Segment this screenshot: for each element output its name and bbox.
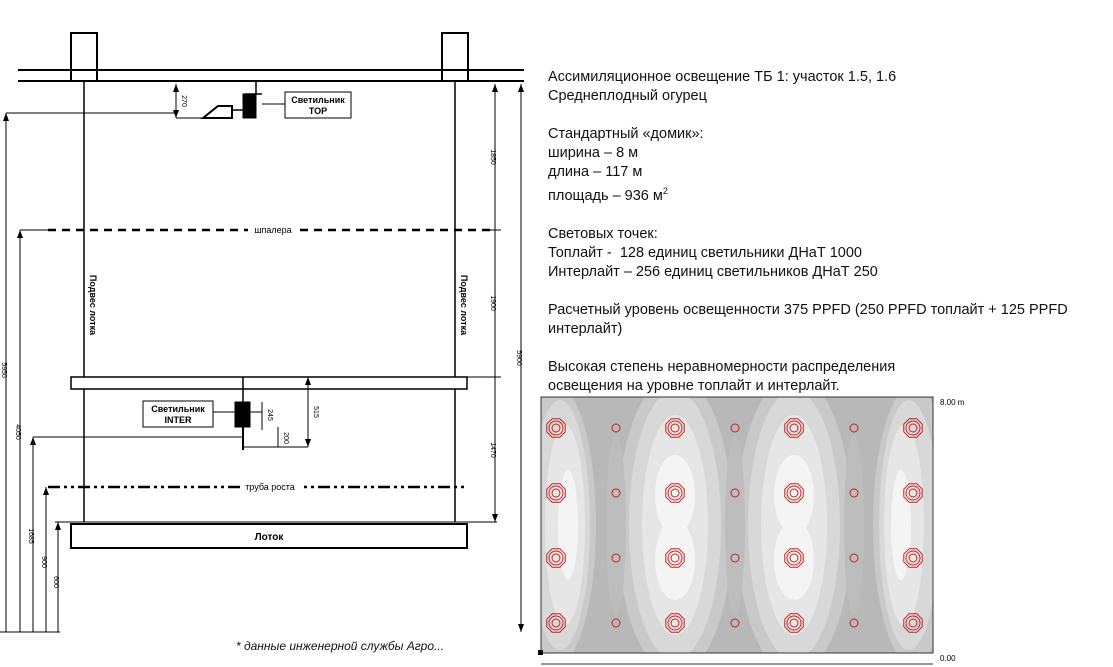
dim-left-4: 900 bbox=[40, 556, 47, 568]
toplight-fixture-icon bbox=[665, 418, 685, 438]
interlight-fixture-icon bbox=[849, 488, 859, 498]
toplight-fixture-icon bbox=[784, 548, 804, 568]
column-right-cap bbox=[441, 32, 469, 82]
toplight-fixture-icon bbox=[665, 483, 685, 503]
isolux-background bbox=[541, 397, 933, 653]
dim-right-3: 1470 bbox=[489, 442, 496, 458]
inter-lamp-label-2: INTER bbox=[165, 415, 193, 425]
inter-lamp-label-1: Светильник bbox=[151, 404, 205, 414]
isolux-origin-marker bbox=[538, 650, 543, 655]
info-uneven-2: освещения на уровне топлайт и интерлайт. bbox=[548, 377, 840, 394]
dim-inter-2: 515 bbox=[312, 406, 319, 418]
info-panel: Ассимиляционное освещение ТБ 1: участок … bbox=[548, 68, 1088, 396]
info-area: площадь – 936 м2 bbox=[548, 182, 1088, 206]
toplight-fixture-icon bbox=[665, 613, 685, 633]
trellis-label: шпалера bbox=[254, 225, 291, 235]
interlight-fixture-icon bbox=[730, 618, 740, 628]
interlight-fixture-icon bbox=[730, 423, 740, 433]
greenhouse-section-diagram: Светильник TOP Светильник INTER Лоток шп… bbox=[0, 32, 524, 633]
tray-box bbox=[70, 523, 468, 549]
toplight-fixture-icon bbox=[665, 548, 685, 568]
dim-left-3: 1685 bbox=[27, 528, 34, 544]
interlight-fixture-icon bbox=[849, 618, 859, 628]
top-lamp-body bbox=[242, 93, 257, 119]
interlight-fixture-icon bbox=[849, 553, 859, 563]
column-left-cap bbox=[70, 32, 98, 82]
toplight-fixture-icon bbox=[903, 613, 923, 633]
toplight-fixture-icon bbox=[546, 548, 566, 568]
info-title: Ассимиляционное освещение ТБ 1: участок … bbox=[548, 69, 897, 85]
interlight-fixture-icon bbox=[611, 553, 621, 563]
interlight-fixture-icon bbox=[611, 488, 621, 498]
info-width: ширина – 8 м bbox=[548, 145, 639, 161]
toplight-fixture-icon bbox=[546, 613, 566, 633]
info-light-points: Световых точек: bbox=[548, 225, 658, 242]
inter-lamp-label-box bbox=[142, 400, 214, 428]
tray-lift-label-left: Подвес лотка bbox=[88, 275, 98, 336]
growth-pipe-label: труба роста bbox=[245, 482, 295, 492]
top-lamp-label-1: Светильник bbox=[291, 95, 345, 105]
info-uneven-1: Высокая степень неравномерности распреде… bbox=[548, 358, 896, 375]
isolux-frame bbox=[540, 396, 934, 654]
info-area-sup: 2 bbox=[662, 186, 668, 196]
fixtures-layer bbox=[546, 418, 923, 633]
dim-right-total: 5900 bbox=[515, 350, 522, 366]
top-lamp-label-2: TOP bbox=[309, 106, 327, 116]
toplight-fixture-icon bbox=[546, 483, 566, 503]
toplight-fixture-icon bbox=[784, 418, 804, 438]
top-lamp-label-box bbox=[284, 91, 352, 119]
info-calc-level: Расчетный уровень освещенности 375 PPFD … bbox=[548, 301, 1068, 337]
dim-right-1: 1850 bbox=[489, 149, 496, 165]
dim-left-5: 600 bbox=[52, 576, 59, 588]
footnote: * данные инженерной службы Агро... bbox=[236, 639, 445, 653]
inter-lamp-body bbox=[234, 401, 251, 428]
tray-lift-label-right: Подвес лотка bbox=[459, 275, 469, 336]
dim-left-total: 5950 bbox=[0, 362, 7, 378]
info-toplight: Топлайт - 128 единиц светильники ДНаТ 10… bbox=[548, 244, 862, 261]
info-house-type: Стандартный «домик»: bbox=[548, 126, 704, 142]
dim-inter-3: 200 bbox=[282, 432, 289, 444]
interlight-fixture-icon bbox=[730, 488, 740, 498]
toplight-fixture-icon bbox=[903, 548, 923, 568]
toplight-fixture-icon bbox=[903, 418, 923, 438]
info-crop: Среднеплодный огурец bbox=[548, 88, 707, 104]
info-interlight: Интерлайт – 256 единиц светильников ДНаТ… bbox=[548, 263, 878, 280]
interlight-fixture-icon bbox=[611, 423, 621, 433]
interlight-fixture-icon bbox=[611, 618, 621, 628]
info-area-text: площадь – 936 м bbox=[548, 187, 663, 204]
tray-label: Лоток bbox=[255, 532, 285, 543]
isolux-top-label: 8.00 m bbox=[940, 398, 965, 407]
isolux-bottom-label: 0.00 bbox=[940, 654, 956, 663]
dim-right-2: 1900 bbox=[489, 295, 496, 311]
toplight-fixture-icon bbox=[784, 613, 804, 633]
interlight-fixture-icon bbox=[730, 553, 740, 563]
toplight-fixture-icon bbox=[903, 483, 923, 503]
dim-top-lamp-offset: 270 bbox=[180, 95, 187, 107]
inter-beam bbox=[70, 376, 468, 390]
dim-left-2: 4050 bbox=[14, 424, 21, 440]
interlight-fixture-icon bbox=[849, 423, 859, 433]
toplight-fixture-icon bbox=[784, 483, 804, 503]
toplight-fixture-icon bbox=[546, 418, 566, 438]
info-length: длина – 117 м bbox=[548, 164, 643, 180]
dim-inter-1: 245 bbox=[266, 409, 273, 421]
top-lamp-reflector bbox=[200, 105, 233, 119]
